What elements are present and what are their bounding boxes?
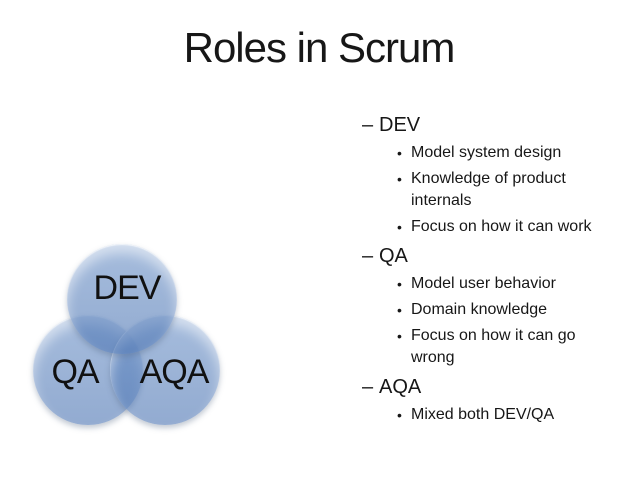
- bullet-item-text: Model system design: [411, 144, 562, 161]
- dash-bullet-icon: –: [362, 376, 374, 398]
- bullet-heading: – AQA: [358, 374, 618, 400]
- dot-bullet-icon: •: [397, 171, 402, 187]
- dot-bullet-icon: •: [397, 219, 402, 235]
- bullet-item: • Model system design: [358, 142, 618, 164]
- bullet-item: • Focus on how it can work: [358, 216, 618, 238]
- bullet-heading-label: QA: [379, 245, 408, 267]
- bullet-heading: – QA: [358, 243, 618, 269]
- bullet-item-text: Model user behavior: [411, 275, 556, 292]
- venn-circle-dev: [67, 244, 177, 354]
- bullet-heading-label: DEV: [379, 114, 421, 136]
- bullet-item-text: Domain knowledge: [411, 301, 548, 318]
- bullet-item: • Mixed both DEV/QA: [358, 404, 618, 426]
- venn-diagram: DEV QA AQA: [0, 0, 240, 478]
- bullet-item: • Knowledge of product internals: [358, 168, 618, 212]
- venn-label-qa: QA: [51, 353, 99, 391]
- dash-bullet-icon: –: [362, 245, 374, 267]
- bullet-item: • Focus on how it can go wrong: [358, 325, 618, 369]
- dot-bullet-icon: •: [397, 276, 402, 292]
- slide-title: Roles in Scrum: [183, 24, 456, 71]
- venn-label-dev: DEV: [93, 269, 162, 307]
- bullet-group-qa: – QA • Model user behavior • Domain know…: [358, 243, 618, 369]
- bullet-item-text: Mixed both DEV/QA: [411, 406, 555, 423]
- bullet-item-text: Knowledge of product internals: [411, 170, 566, 209]
- venn-label-aqa: AQA: [139, 353, 210, 391]
- bullet-item-text: Focus on how it can work: [411, 218, 592, 235]
- bullet-heading-label: AQA: [379, 376, 422, 398]
- bullet-item-text: Focus on how it can go wrong: [411, 327, 576, 366]
- bullet-item: • Model user behavior: [358, 273, 618, 295]
- dot-bullet-icon: •: [397, 328, 402, 344]
- dash-bullet-icon: –: [362, 114, 374, 136]
- bullet-group-aqa: – AQA • Mixed both DEV/QA: [358, 374, 618, 426]
- bullet-heading: – DEV: [358, 112, 618, 138]
- bullet-list: – DEV • Model system design • Knowledge …: [358, 112, 618, 426]
- dot-bullet-icon: •: [397, 407, 402, 423]
- dot-bullet-icon: •: [397, 302, 402, 318]
- bullet-item: • Domain knowledge: [358, 299, 618, 321]
- bullet-group-dev: – DEV • Model system design • Knowledge …: [358, 112, 618, 238]
- dot-bullet-icon: •: [397, 145, 402, 161]
